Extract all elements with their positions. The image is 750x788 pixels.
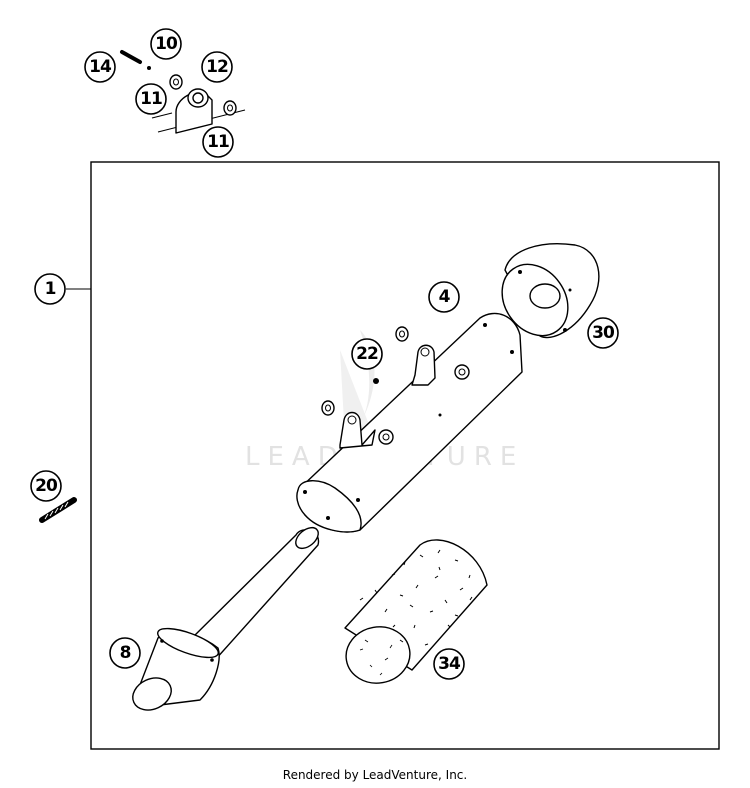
callout-label: 8: [120, 643, 131, 663]
silencer-body-part: [296, 312, 523, 533]
callout-label: 11: [207, 132, 229, 152]
callout-11-lower: 11: [202, 126, 234, 158]
callout-8: 8: [109, 637, 141, 669]
callout-label: 4: [439, 287, 451, 307]
assembly-frame: [90, 161, 720, 750]
spring-part: [39, 497, 77, 523]
end-cap-part: [501, 243, 600, 339]
callout-label: 14: [89, 57, 112, 77]
callout-label: 1: [45, 279, 56, 299]
inlet-pipe-part: [132, 526, 320, 711]
packing-insert-part: [344, 539, 488, 684]
callout-34: 34: [433, 648, 465, 680]
callout-label: 12: [206, 57, 228, 77]
callout-12: 12: [201, 51, 233, 83]
callout-20: 20: [30, 470, 62, 502]
callout-30: 30: [587, 317, 619, 349]
callout-label: 30: [592, 323, 615, 343]
callout-22: 22: [351, 338, 383, 370]
callout-11-upper: 11: [135, 83, 167, 115]
callout-label: 11: [140, 89, 162, 109]
callout-4: 4: [428, 281, 460, 313]
callout-14: 14: [84, 51, 116, 83]
mount-detail: [120, 50, 246, 134]
callout-10: 10: [150, 28, 182, 60]
footer-credit: Rendered by LeadVenture, Inc.: [282, 768, 468, 782]
callout-label: 10: [155, 34, 178, 54]
callout-label: 20: [35, 476, 58, 496]
callout-label: 34: [438, 654, 461, 674]
callout-1: 1: [34, 273, 66, 305]
callout-label: 22: [356, 344, 378, 364]
